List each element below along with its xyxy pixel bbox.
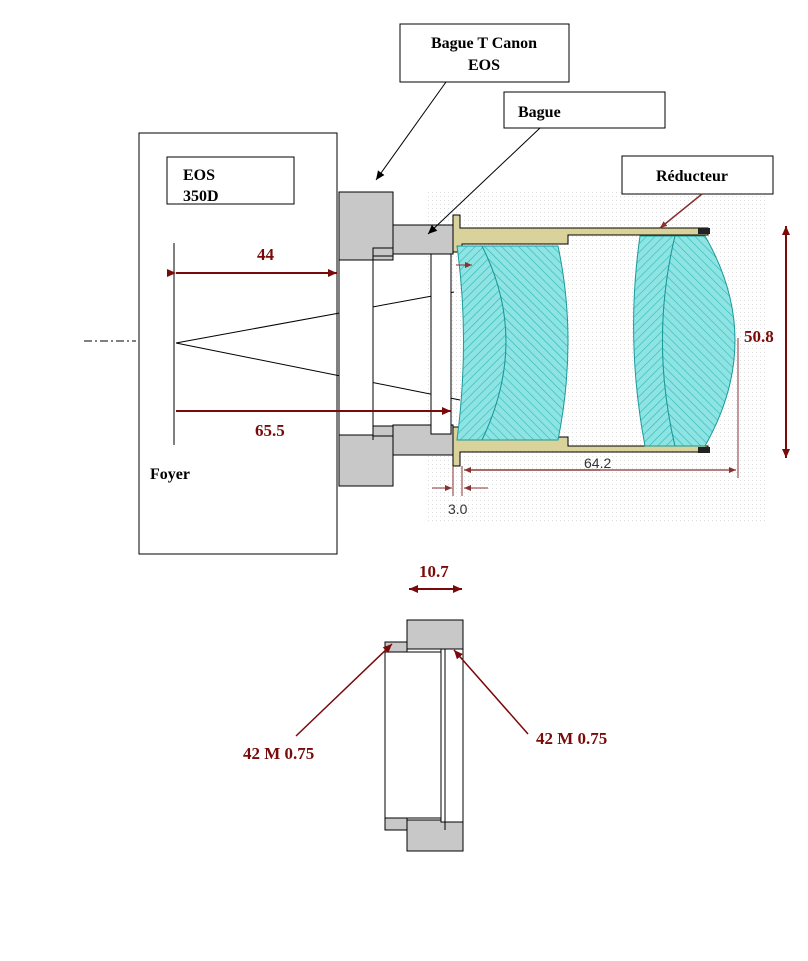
dim-50-8-label: 50.8 (744, 327, 774, 346)
eos-label-line1: EOS (183, 167, 215, 184)
eos-label-line2: 350D (183, 188, 219, 205)
bague-detail-body (384, 651, 442, 819)
bague-label-box (503, 91, 666, 129)
bague-t-canon-label-line1: Bague T Canon (431, 35, 537, 52)
foyer-label: Foyer (150, 466, 190, 483)
leader-bague (427, 127, 541, 235)
bague-detail-step-bottom (384, 817, 408, 831)
t-ring-inner (338, 259, 374, 436)
dim-10-7-label: 10.7 (419, 562, 449, 581)
eos-label-box (166, 156, 295, 205)
reducteur-label-box (621, 155, 774, 195)
bague-detail-top (406, 619, 464, 650)
t-ring-bottom (338, 434, 394, 487)
bague-step-bottom (372, 425, 394, 437)
dim-44-label: 44 (257, 245, 275, 264)
bague-top (392, 224, 454, 255)
lens-element-2 (481, 245, 569, 441)
thread-label-right: 42 M 0.75 (536, 729, 607, 748)
bague-t-canon-label-line2: EOS (468, 57, 500, 74)
lens-element-4 (662, 235, 736, 447)
leader-reducteur (659, 193, 703, 229)
thread-leader-right (453, 649, 529, 735)
reducer-end-cap-bottom (698, 447, 710, 453)
ray-lower (175, 342, 461, 401)
dim-64-2-label: 64.2 (584, 455, 611, 471)
bague-label: Bague (518, 104, 561, 121)
dim-3-0-label: 3.0 (448, 501, 468, 517)
ray-upper (175, 291, 455, 344)
thread-label-left: 42 M 0.75 (243, 744, 314, 763)
bague-inner-slot (430, 253, 452, 435)
bague-t-canon-label-box (399, 23, 570, 83)
thread-leader-left (295, 643, 393, 737)
dim-65-5-label: 65.5 (255, 421, 285, 440)
bague-step-top (372, 247, 394, 257)
reducteur-label: Réducteur (656, 168, 728, 185)
bague-detail-slot (440, 648, 464, 823)
leader-t-ring (375, 81, 447, 181)
bague-bottom (392, 424, 454, 456)
reducer-end-cap-top (698, 228, 710, 234)
bague-detail-bottom (406, 819, 464, 852)
